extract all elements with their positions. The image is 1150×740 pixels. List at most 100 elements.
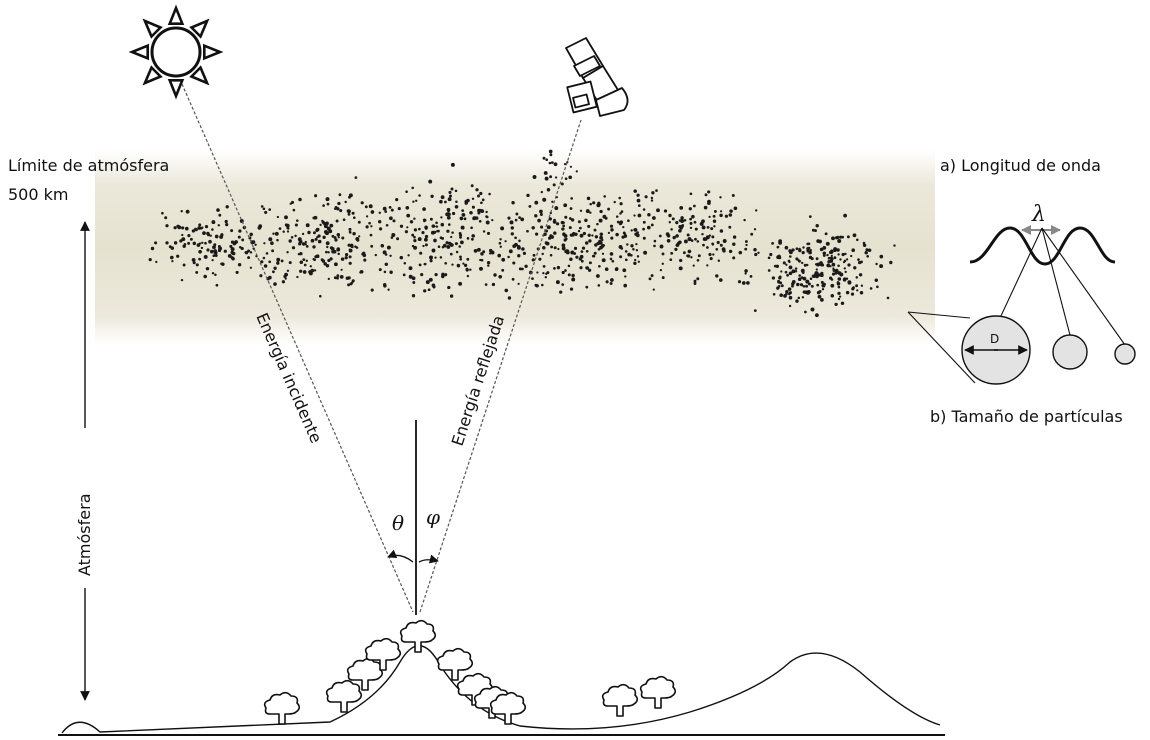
particle	[430, 218, 433, 221]
particle	[835, 269, 839, 273]
particle	[498, 275, 502, 279]
particle	[312, 216, 315, 219]
particle	[295, 223, 298, 226]
particle	[579, 266, 582, 269]
particle	[589, 203, 592, 206]
particle	[231, 256, 234, 259]
particle	[277, 216, 279, 218]
particle	[707, 226, 710, 229]
particle	[795, 267, 798, 270]
particle	[319, 224, 321, 226]
particle	[483, 230, 485, 232]
particle	[444, 273, 447, 276]
particle	[451, 263, 453, 265]
particle	[532, 258, 535, 261]
particle	[754, 228, 756, 230]
particle	[413, 239, 416, 242]
particle	[554, 246, 557, 249]
particle	[171, 260, 173, 262]
particle	[826, 242, 830, 246]
particle	[602, 215, 606, 219]
particle	[554, 206, 558, 210]
particle	[696, 277, 699, 280]
particle	[710, 227, 713, 230]
particle	[825, 232, 828, 235]
particle	[250, 251, 252, 253]
particle	[379, 227, 382, 230]
particle	[672, 217, 675, 220]
particle	[852, 286, 855, 289]
particle	[615, 233, 618, 236]
particle	[432, 224, 436, 228]
particle	[599, 219, 603, 223]
particle	[210, 235, 212, 237]
particle	[591, 234, 593, 236]
particle	[643, 237, 646, 240]
particle	[481, 259, 484, 262]
particle	[370, 234, 373, 237]
particle	[261, 205, 264, 208]
particle	[533, 254, 536, 257]
particle	[843, 214, 847, 218]
particle	[444, 201, 447, 204]
particle	[841, 253, 844, 256]
particle	[231, 240, 234, 243]
particle	[619, 212, 622, 215]
particle	[802, 246, 804, 248]
particle	[276, 258, 280, 262]
particle	[690, 227, 692, 229]
particle	[389, 216, 393, 220]
particle	[347, 209, 351, 213]
particle	[850, 255, 852, 257]
particle	[856, 289, 858, 291]
particle	[805, 285, 808, 288]
particle	[422, 207, 426, 211]
particle	[421, 231, 424, 234]
particle	[568, 273, 571, 276]
particle	[500, 246, 502, 248]
particle	[475, 188, 478, 191]
particle	[508, 296, 511, 299]
particle	[745, 244, 747, 246]
particle	[477, 195, 480, 198]
particle	[845, 271, 847, 273]
particle	[837, 277, 841, 281]
particle	[574, 233, 577, 236]
particle	[540, 226, 543, 229]
particle	[448, 197, 452, 201]
particle	[795, 299, 798, 302]
particle	[697, 259, 700, 262]
particle	[538, 258, 541, 261]
particle	[801, 269, 805, 273]
particle	[284, 273, 288, 277]
particle	[651, 191, 654, 194]
particle	[588, 239, 591, 242]
particle	[439, 200, 443, 204]
theta-symbol: θ	[392, 511, 404, 535]
particle	[642, 228, 645, 231]
particle	[568, 265, 571, 268]
particle	[623, 231, 626, 234]
particle	[811, 285, 814, 288]
particle	[353, 216, 356, 219]
particle	[413, 218, 415, 220]
particle	[713, 215, 716, 218]
particle	[541, 284, 544, 287]
particle	[834, 248, 837, 251]
particle	[549, 217, 552, 220]
particle	[313, 231, 316, 234]
particle	[258, 226, 262, 230]
particle	[830, 284, 834, 288]
particle	[418, 237, 422, 241]
particle	[231, 251, 234, 254]
particle	[839, 258, 841, 260]
particle	[535, 284, 538, 287]
particle	[772, 276, 775, 279]
particle	[365, 205, 368, 208]
particle	[247, 250, 250, 253]
particle	[459, 258, 462, 261]
particle	[296, 219, 299, 222]
particle	[412, 281, 415, 284]
particle	[546, 242, 550, 246]
particle	[386, 224, 389, 227]
